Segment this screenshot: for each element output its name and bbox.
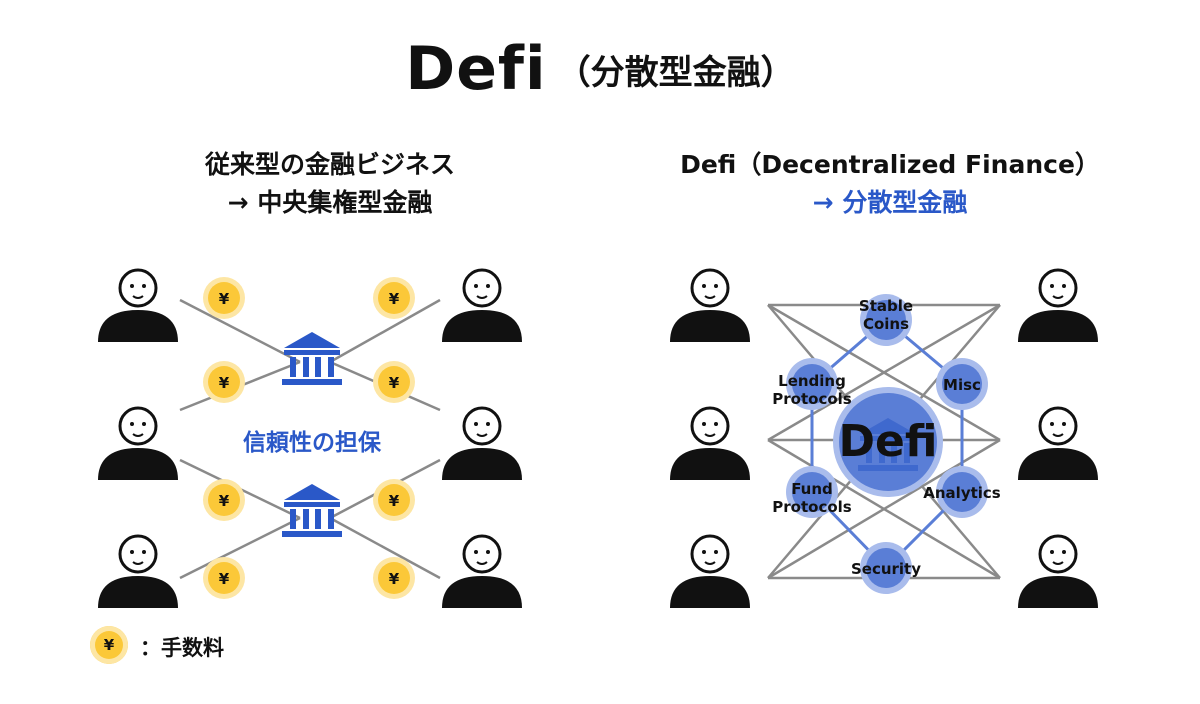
person-icon [1016,268,1100,344]
yen-coin-icon: ¥ [203,479,245,521]
left-heading-line1: 従来型の金融ビジネス [204,150,455,179]
legend-label: ：手数料 [140,636,224,660]
node-misc: Misc [936,358,988,410]
node-label-misc: Misc [943,376,981,394]
person-icon [668,268,752,344]
yen-coin-icon: ¥ [373,557,415,599]
legend-coin-symbol: ¥ [103,636,115,654]
bank-icon [282,332,342,385]
yen-coin-icon: ¥ [203,361,245,403]
node-security: Security [851,542,921,594]
node-analytics: Analytics [923,466,1001,518]
bank-icon [282,484,342,537]
person-icon [440,406,524,482]
person-icon [1016,406,1100,482]
yen-coin-icon: ¥ [373,479,415,521]
title-sub: （分散型金融） [556,52,795,93]
yen-coin-icon: ¥ [373,277,415,319]
person-icon [440,534,524,610]
left-heading: 従来型の金融ビジネス → 中央集権型金融 [60,146,600,222]
yen-coin-icon: ¥ [373,361,415,403]
coin-symbol: ¥ [389,492,400,510]
coin-symbol: ¥ [389,290,400,308]
hub-label: Defi [839,416,938,467]
node-label-analytics: Analytics [923,484,1001,502]
page-title: Defi（分散型金融） [0,34,1200,104]
node-label-security: Security [851,560,921,578]
yen-coin-icon: ¥ [203,557,245,599]
coin-symbol: ¥ [219,290,230,308]
right-heading: Defi（Decentralized Finance） → 分散型金融 [620,146,1160,222]
person-icon [668,534,752,610]
person-icon [668,406,752,482]
legend-coin-icon: ¥ [90,626,128,664]
person-icon [440,268,524,344]
right-heading-line1: Defi（Decentralized Finance） [680,150,1100,179]
left-heading-line2: → 中央集権型金融 [227,188,433,217]
defi-hub: Defi [833,387,943,497]
title-main: Defi [405,34,547,104]
trust-label: 信頼性の担保 [243,429,382,456]
person-icon [1016,534,1100,610]
coin-symbol: ¥ [219,374,230,392]
yen-coin-icon: ¥ [203,277,245,319]
coin-symbol: ¥ [219,570,230,588]
person-icon [96,534,180,610]
person-icon [96,268,180,344]
coin-symbol: ¥ [389,570,400,588]
right-heading-line2: → 分散型金融 [812,188,968,217]
person-icon [96,406,180,482]
coin-symbol: ¥ [389,374,400,392]
coin-symbol: ¥ [219,492,230,510]
